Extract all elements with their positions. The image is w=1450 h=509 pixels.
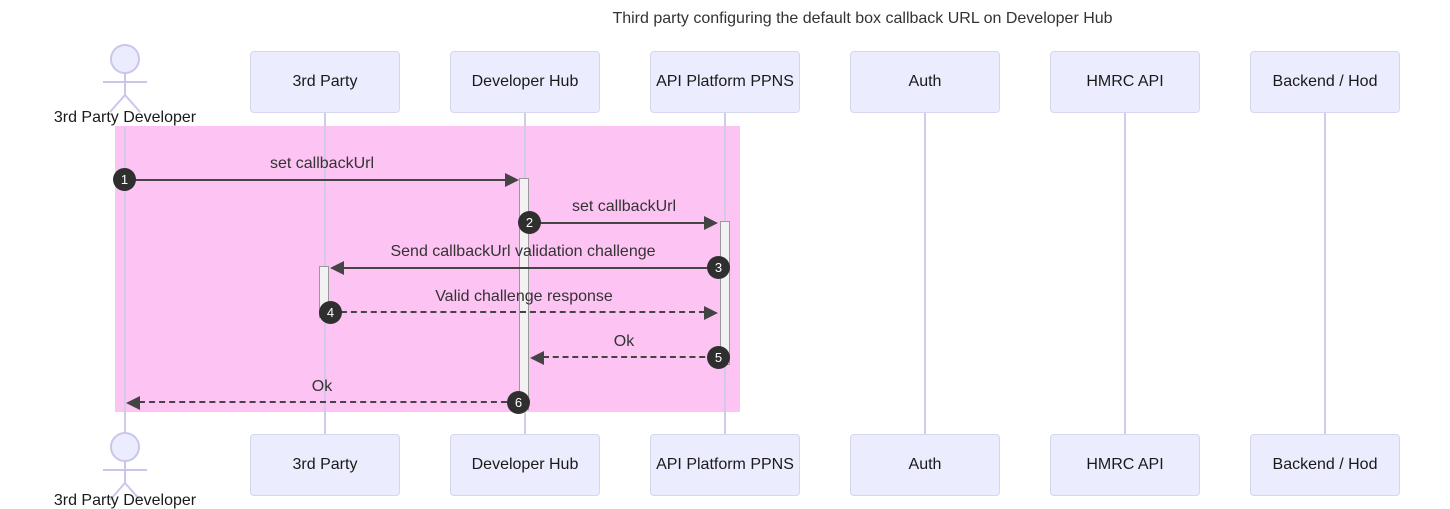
message-label: Valid challenge response: [435, 288, 613, 305]
message-line: [139, 401, 517, 403]
message-label: Ok: [311, 378, 333, 395]
participant-backend-hod-top: Backend / Hod: [1250, 51, 1400, 113]
actor-label-third-party-developer-bottom: 3rd Party Developer: [53, 492, 197, 509]
message-label: Ok: [613, 333, 635, 350]
lifeline-backend-hod: [1324, 113, 1326, 434]
message-line: [543, 356, 715, 358]
diagram-title: Third party configuring the default box …: [612, 10, 1113, 27]
participant-auth-top: Auth: [850, 51, 1000, 113]
participant-third-party-bottom: 3rd Party: [250, 434, 400, 496]
activation-api-platform-ppns: [720, 221, 730, 365]
message-label: set callbackUrl: [269, 155, 375, 172]
sequence-number-badge: 5: [707, 346, 730, 369]
message-label: Send callbackUrl validation challenge: [390, 243, 656, 260]
sequence-number-badge: 4: [319, 301, 342, 324]
message-line: [343, 267, 715, 269]
person-icon: [103, 44, 147, 113]
message-line: [331, 311, 705, 313]
person-icon: [103, 432, 147, 501]
actor-label-third-party-developer-top: 3rd Party Developer: [53, 109, 197, 126]
arrowhead-icon: [126, 396, 140, 410]
participant-hmrc-api-top: HMRC API: [1050, 51, 1200, 113]
participant-hmrc-api-bottom: HMRC API: [1050, 434, 1200, 496]
message-label: set callbackUrl: [571, 198, 677, 215]
highlight-rect: [115, 126, 740, 412]
participant-api-platform-ppns-top: API Platform PPNS: [650, 51, 800, 113]
message-line: [531, 222, 705, 224]
sequence-number-badge: 3: [707, 256, 730, 279]
arrowhead-icon: [704, 216, 718, 230]
lifeline-auth: [924, 113, 926, 434]
message-line: [125, 179, 507, 181]
arrowhead-icon: [704, 306, 718, 320]
sequence-number-badge: 1: [113, 168, 136, 191]
arrowhead-icon: [530, 351, 544, 365]
participant-api-platform-ppns-bottom: API Platform PPNS: [650, 434, 800, 496]
arrowhead-icon: [330, 261, 344, 275]
sequence-number-badge: 2: [518, 211, 541, 234]
participant-developer-hub-bottom: Developer Hub: [450, 434, 600, 496]
lifeline-third-party-developer: [124, 127, 126, 433]
participant-backend-hod-bottom: Backend / Hod: [1250, 434, 1400, 496]
arrowhead-icon: [505, 173, 519, 187]
participant-developer-hub-top: Developer Hub: [450, 51, 600, 113]
lifeline-hmrc-api: [1124, 113, 1126, 434]
participant-third-party-top: 3rd Party: [250, 51, 400, 113]
sequence-number-badge: 6: [507, 391, 530, 414]
participant-auth-bottom: Auth: [850, 434, 1000, 496]
